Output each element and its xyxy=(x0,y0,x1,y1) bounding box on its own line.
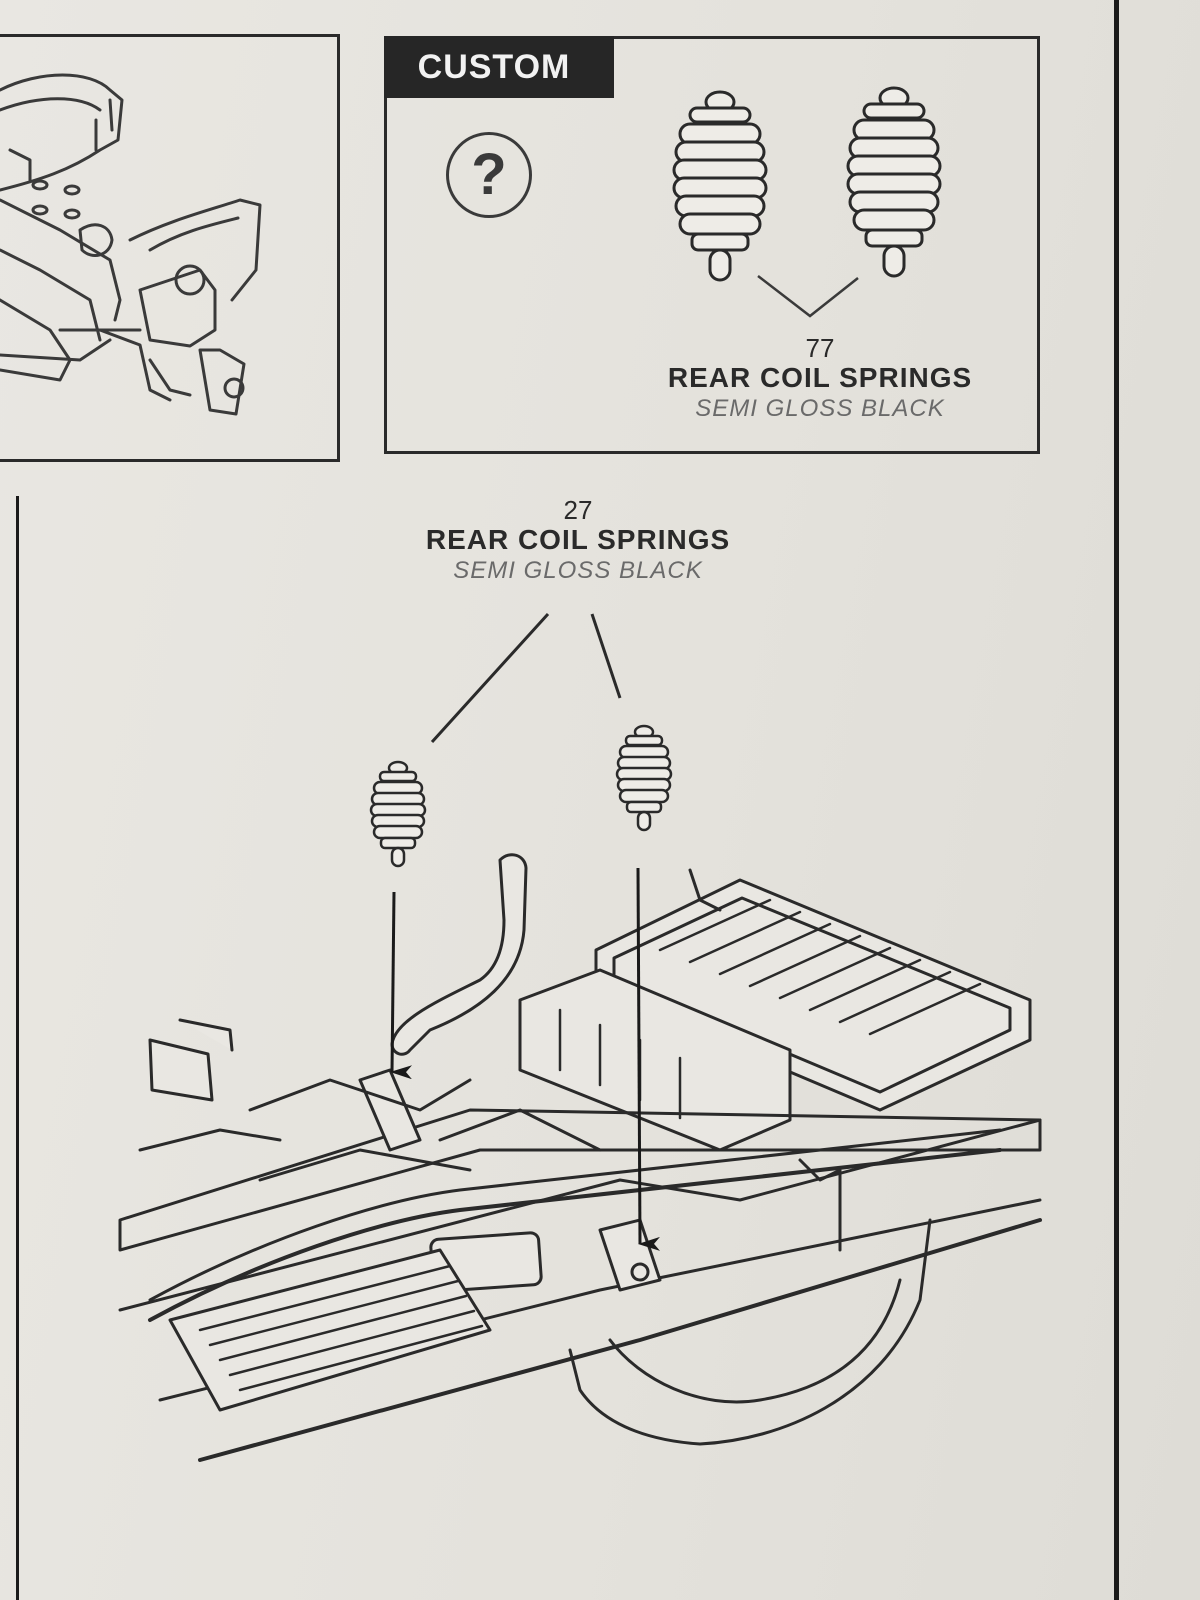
install-arrow-right xyxy=(636,867,661,1251)
custom-tag: CUSTOM xyxy=(384,36,614,98)
left-border-rule xyxy=(16,496,19,1600)
previous-step-panel xyxy=(0,34,340,462)
custom-option-panel xyxy=(384,36,1040,454)
custom-part-finish: SEMI GLOSS BLACK xyxy=(695,395,945,422)
main-part-callout: 27 REAR COIL SPRINGS SEMI GLOSS BLACK xyxy=(378,496,778,586)
chassis-drawing xyxy=(118,853,1042,1462)
previous-step-drawing xyxy=(0,73,262,416)
main-spring-right xyxy=(615,724,673,832)
main-spring-left xyxy=(369,760,427,868)
main-leader-left xyxy=(430,612,550,744)
question-icon: ? xyxy=(446,132,532,218)
custom-leader-line xyxy=(757,275,859,318)
main-part-number: 27 xyxy=(563,495,593,525)
custom-spring-left xyxy=(672,90,768,282)
custom-spring-right xyxy=(846,86,942,278)
main-part-name: REAR COIL SPRINGS xyxy=(425,524,731,555)
custom-part-name: REAR COIL SPRINGS xyxy=(667,362,973,393)
install-arrow-left xyxy=(390,891,413,1080)
main-part-finish: SEMI GLOSS BLACK xyxy=(453,557,703,584)
custom-part-callout: 77 REAR COIL SPRINGS SEMI GLOSS BLACK xyxy=(620,334,1020,424)
right-border-rule xyxy=(1114,0,1119,1600)
custom-part-number: 77 xyxy=(805,333,835,363)
main-leader-right xyxy=(590,613,622,699)
